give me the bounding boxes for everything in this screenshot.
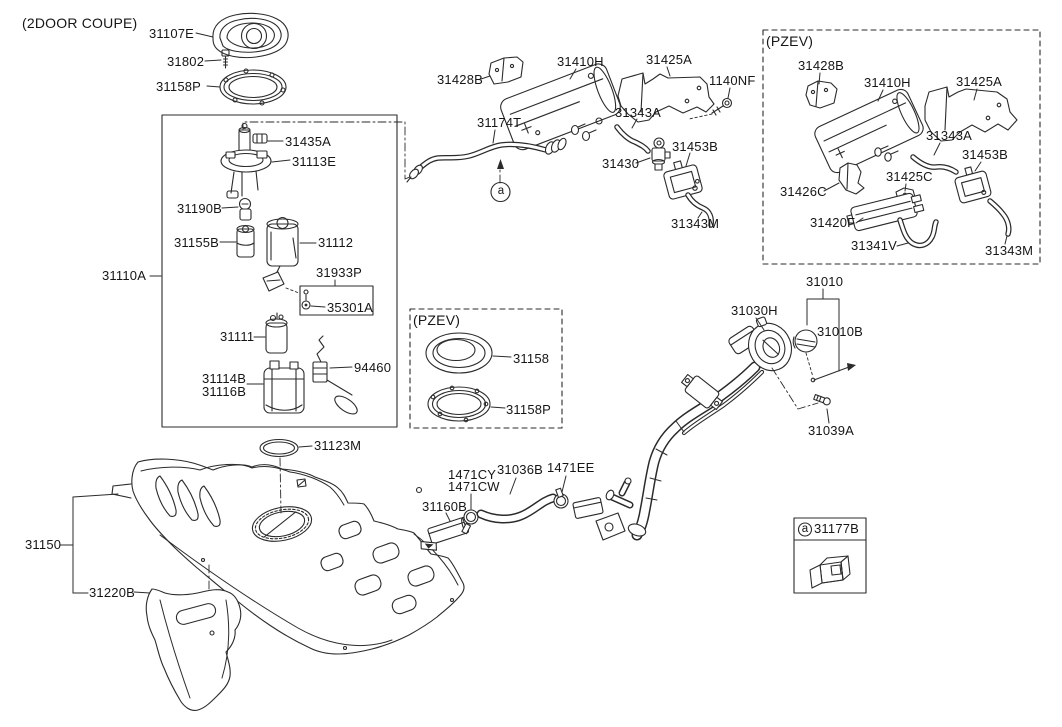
bottom-hose-art [420, 475, 647, 551]
pzev-seal-title: (PZEV) [413, 312, 461, 328]
pzev-canister-box-art [762, 29, 1041, 265]
label-31158P-top: 31158P [156, 79, 202, 94]
label-31453B-pzev: 31453B [962, 147, 1009, 162]
label-31116B: 31116B [202, 384, 247, 399]
label-31420F: 31420F [810, 215, 856, 230]
label-31428B-main: 31428B [437, 72, 484, 87]
label-31113E: 31113E [292, 154, 337, 169]
label-31160B: 31160B [422, 499, 468, 514]
label-31425C: 31425C [886, 169, 933, 184]
callout-a-hose: a [497, 185, 505, 197]
canister-assembly-art [406, 56, 733, 228]
label-31174T: 31174T [477, 115, 522, 130]
label-31010: 31010 [806, 274, 844, 289]
label-1140NF: 1140NF [709, 73, 756, 88]
label-31112: 31112 [318, 235, 354, 250]
label-31220B: 31220B [89, 585, 136, 600]
label-31190B: 31190B [177, 201, 223, 216]
label-31036B: 31036B [497, 462, 544, 477]
pzev-canister-title: (PZEV) [766, 33, 814, 49]
label-31177B: 31177B [814, 521, 860, 536]
label-31426C: 31426C [780, 184, 827, 199]
pump-module-box-art [149, 114, 420, 428]
label-31030H: 31030H [731, 303, 778, 318]
label-31428B-pzev: 31428B [798, 58, 845, 73]
clip-detail-box-art [793, 517, 867, 594]
label-1471EE: 1471EE [547, 460, 595, 475]
label-1471CW: 1471CW [448, 479, 500, 494]
label-31158: 31158 [513, 351, 550, 366]
fuel-tank-art [59, 438, 465, 711]
label-31430: 31430 [602, 156, 640, 171]
label-31341V: 31341V [851, 238, 898, 253]
label-31933P: 31933P [316, 265, 363, 280]
label-31158P-pzev: 31158P [506, 402, 552, 417]
tank-gasket-art [195, 12, 289, 106]
variant-title: (2DOOR COUPE) [22, 15, 138, 31]
filler-pipe-art [631, 288, 856, 541]
label-31039A: 31039A [808, 423, 855, 438]
label-1471CY: 1471CY [448, 467, 497, 482]
label-31343A-pzev: 31343A [926, 128, 973, 143]
label-31343A-main: 31343A [615, 105, 662, 120]
label-31010B: 31010B [817, 324, 864, 339]
label-94460: 94460 [354, 360, 392, 375]
label-31111: 31111 [220, 329, 255, 344]
label-31155B: 31155B [174, 235, 220, 250]
label-31410H-pzev: 31410H [864, 75, 911, 90]
label-31410H-main: 31410H [557, 54, 604, 69]
label-31343M-pzev: 31343M [985, 243, 1034, 258]
label-31107E: 31107E [149, 26, 195, 41]
label-31453B-main: 31453B [672, 139, 719, 154]
pzev-seal-box-art [409, 308, 563, 429]
label-31123M: 31123M [314, 438, 362, 453]
label-31343M-main: 31343M [671, 216, 720, 231]
label-31435A: 31435A [285, 134, 332, 149]
label-31802: 31802 [167, 54, 205, 69]
label-31425A-main: 31425A [646, 52, 693, 67]
label-31110A: 31110A [102, 268, 147, 283]
label-31425A-pzev: 31425A [956, 74, 1003, 89]
label-31150: 31150 [25, 537, 62, 552]
callout-a-clip: a [801, 523, 809, 535]
label-35301A: 35301A [327, 300, 374, 315]
label-31114B: 31114B [202, 371, 247, 386]
